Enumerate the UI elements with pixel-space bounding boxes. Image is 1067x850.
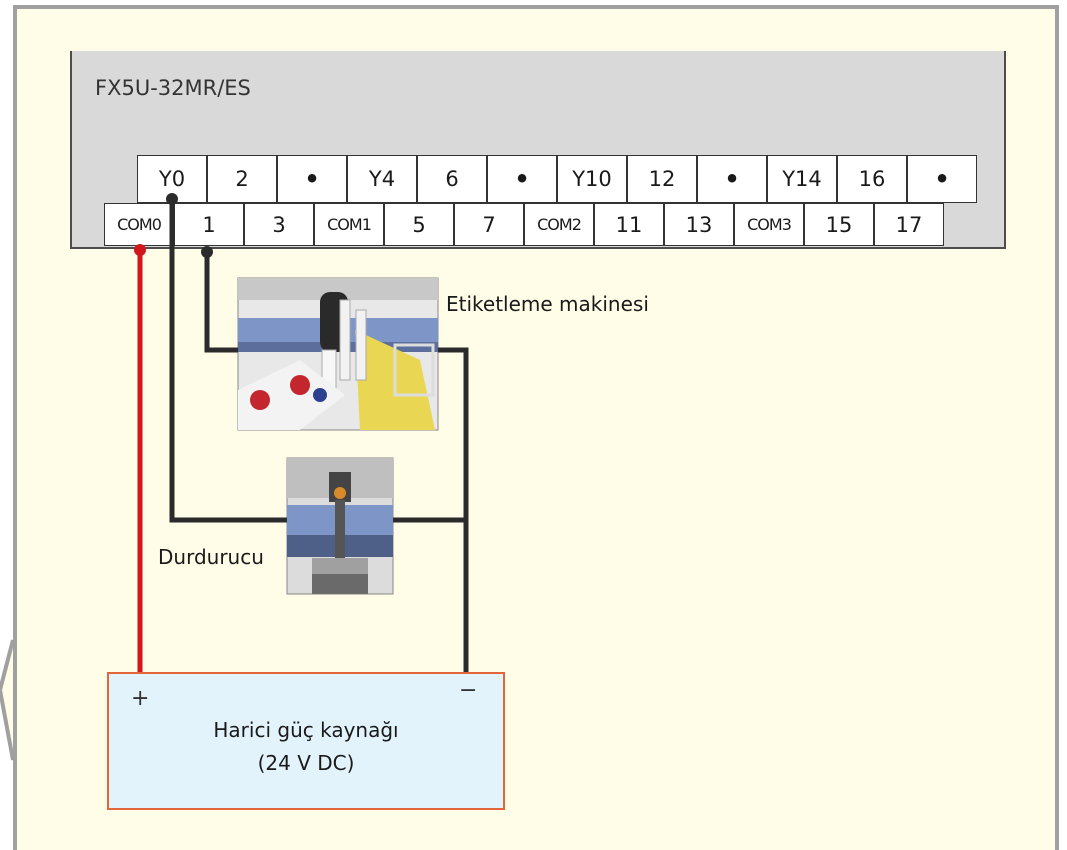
terminal-7: 7 — [454, 203, 524, 246]
terminal-13: 13 — [664, 203, 734, 246]
stopper-image — [286, 457, 394, 595]
terminal-5: 5 — [384, 203, 454, 246]
plc-model-label: FX5U-32MR/ES — [95, 76, 251, 100]
terminal-blank: • — [277, 155, 347, 203]
psu-title: Harici güç kaynağı — [213, 718, 399, 742]
psu-minus-sign: − — [459, 678, 478, 703]
terminal-2: 2 — [207, 155, 277, 203]
labeling-machine-label: Etiketleme makinesi — [446, 292, 649, 316]
terminal-com3: COM3 — [734, 203, 804, 246]
labeling-machine-image — [237, 277, 439, 431]
terminal-com2: COM2 — [524, 203, 594, 246]
terminal-blank: • — [697, 155, 767, 203]
terminal-com0: COM0 — [104, 203, 174, 246]
terminal-3: 3 — [244, 203, 314, 246]
terminal-blank: • — [907, 155, 977, 203]
psu-plus-sign: + — [131, 686, 150, 711]
terminal-y10: Y10 — [557, 155, 627, 203]
terminal-y14: Y14 — [767, 155, 837, 203]
terminal-12: 12 — [627, 155, 697, 203]
terminal-17: 17 — [874, 203, 944, 246]
terminal-11: 11 — [594, 203, 664, 246]
psu-voltage: (24 V DC) — [257, 751, 355, 775]
power-supply-box: + − Harici güç kaynağı (24 V DC) — [107, 672, 505, 810]
terminal-y4: Y4 — [347, 155, 417, 203]
terminal-15: 15 — [804, 203, 874, 246]
terminal-blank: • — [487, 155, 557, 203]
stopper-label: Durdurucu — [158, 545, 264, 569]
terminal-16: 16 — [837, 155, 907, 203]
terminal-6: 6 — [417, 155, 487, 203]
terminal-com1: COM1 — [314, 203, 384, 246]
